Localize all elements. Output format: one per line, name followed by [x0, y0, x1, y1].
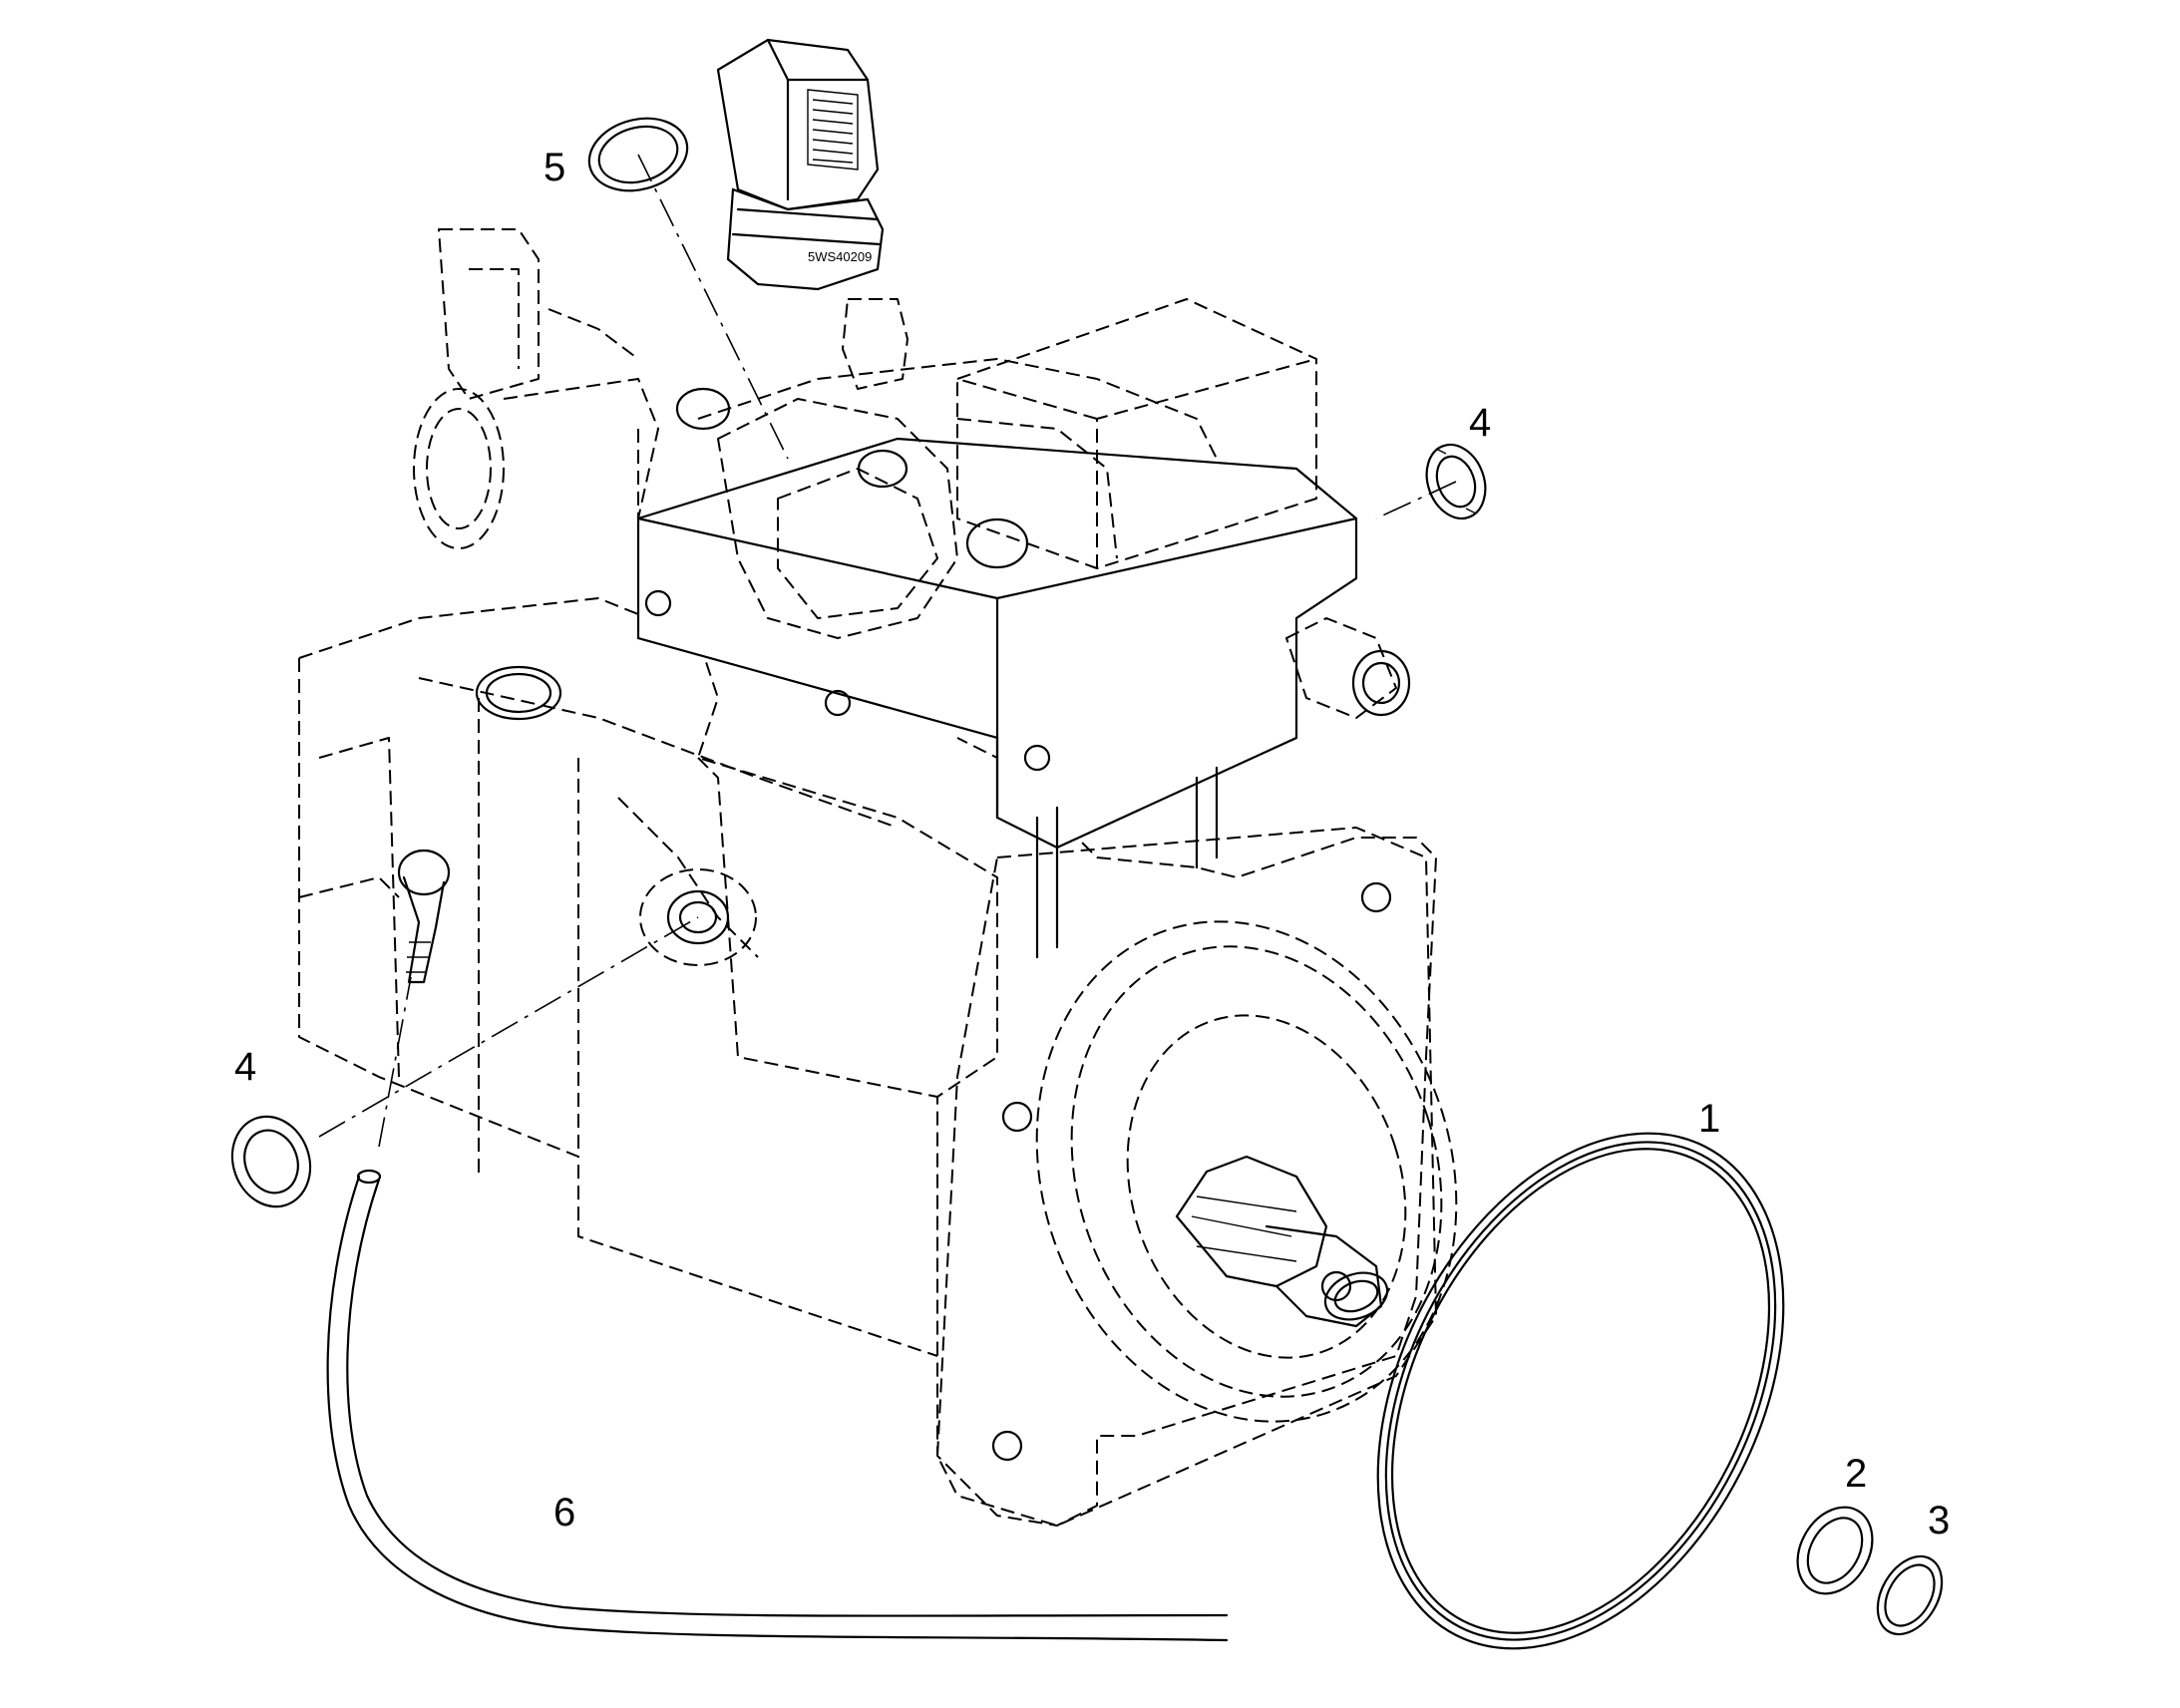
- callout-4-left: 4: [234, 1045, 257, 1089]
- callout-6: 6: [553, 1491, 576, 1535]
- part-4-seal-left: [230, 1115, 312, 1208]
- pump-assembly: [298, 228, 1458, 1527]
- part-6-drain-hose: [326, 1169, 1229, 1642]
- callout-4-right: 4: [1469, 401, 1492, 445]
- leader-lines: [318, 154, 1457, 1148]
- callout-5: 5: [544, 146, 566, 189]
- part-3-ring: [1876, 1554, 1944, 1636]
- callout-1: 1: [1698, 1097, 1721, 1141]
- part-4-seal-right: [1425, 443, 1487, 520]
- sensor-marking: 5WS40209: [808, 249, 872, 264]
- part-1-large-o-ring: [1376, 1132, 1785, 1650]
- callout-3: 3: [1928, 1499, 1951, 1542]
- callout-2: 2: [1845, 1452, 1868, 1496]
- part-2-ring: [1796, 1506, 1874, 1595]
- pressure-sensor: 5WS40209: [716, 38, 885, 291]
- part-5-o-ring: [587, 117, 689, 192]
